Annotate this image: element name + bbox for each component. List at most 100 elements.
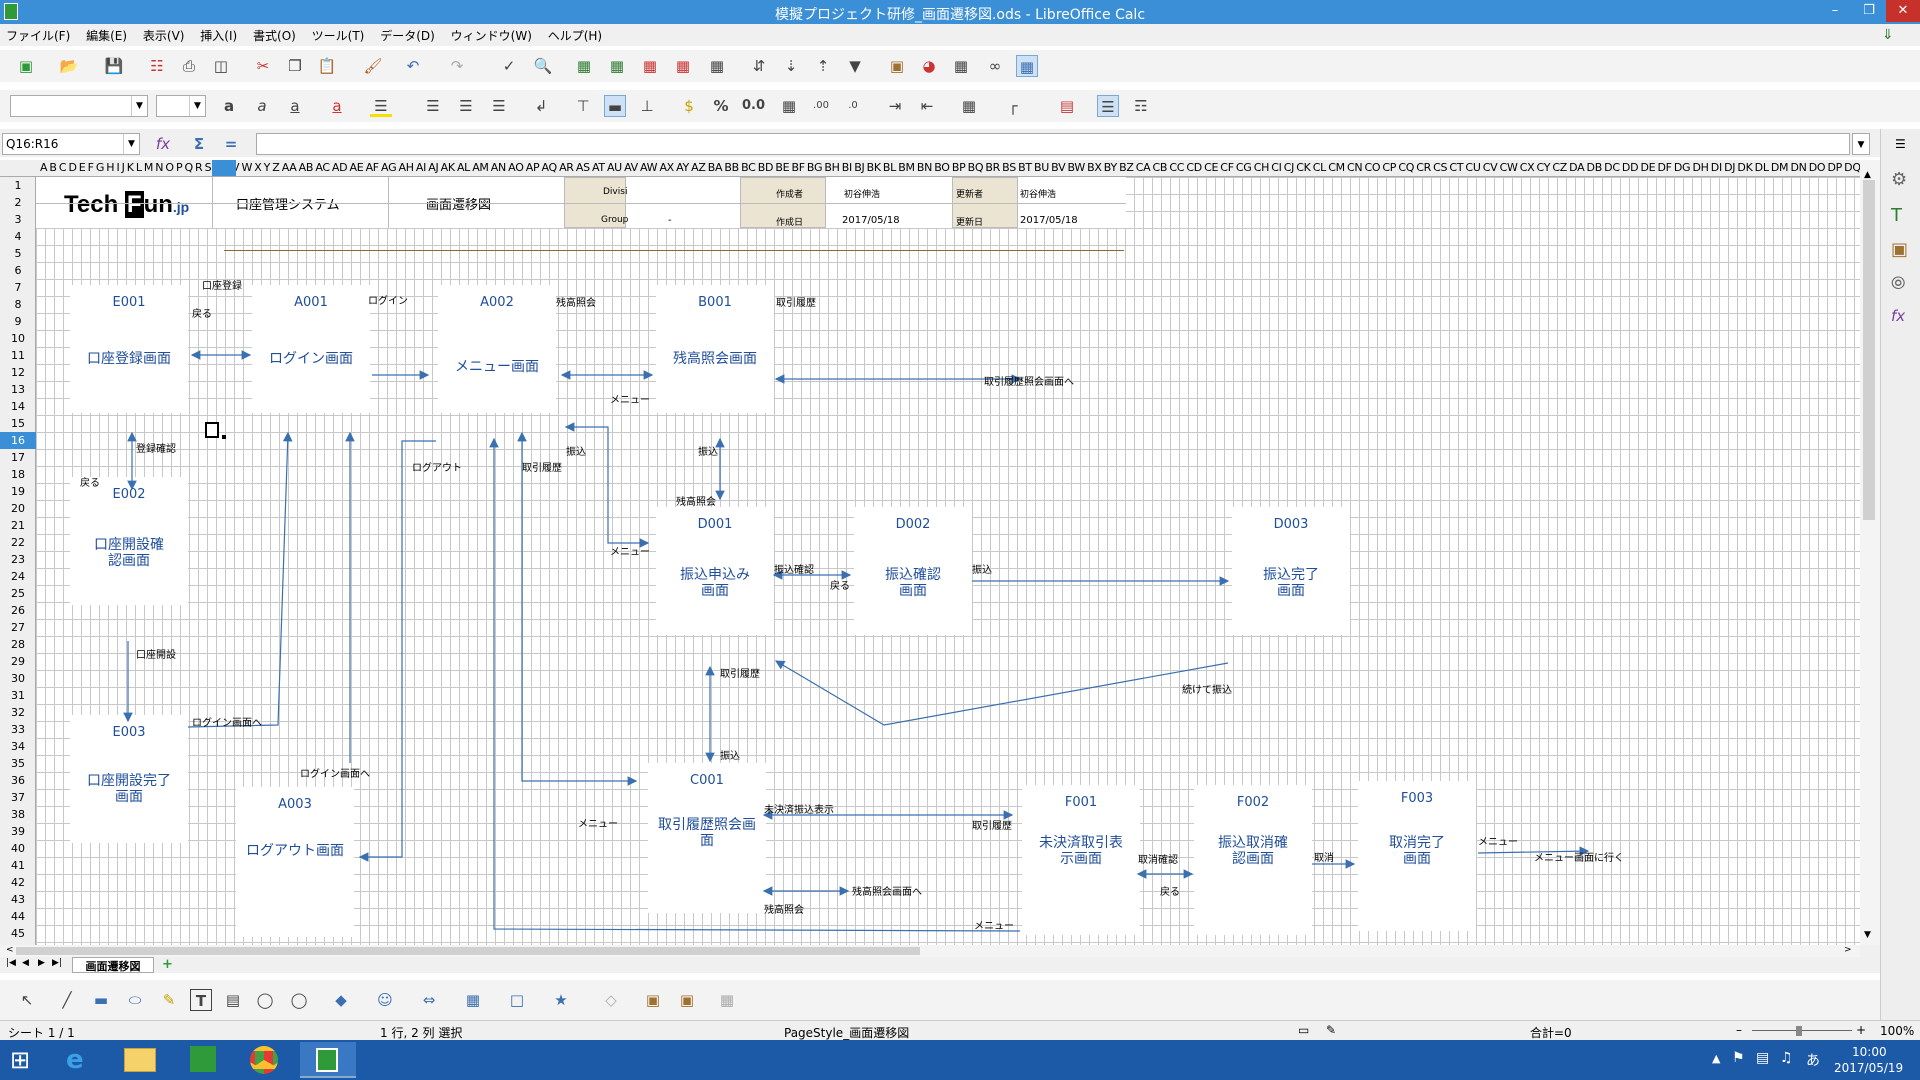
row-header[interactable]: 4	[14, 230, 22, 243]
restore-button[interactable]: ❐	[1863, 3, 1875, 18]
show-hidden-icons[interactable]: ▲	[1712, 1052, 1721, 1065]
zoom-level[interactable]: 100%	[1880, 1024, 1915, 1038]
undo-icon[interactable]: ↶	[406, 57, 420, 75]
sheet-tab-active[interactable]: 画面遷移図	[72, 957, 154, 973]
menu-data[interactable]: データ(D)	[380, 29, 435, 43]
bold-icon[interactable]: a	[223, 97, 235, 115]
row-header[interactable]: 20	[11, 502, 25, 515]
paste-icon[interactable]: 📋	[317, 57, 337, 75]
row-header[interactable]: 39	[11, 825, 25, 838]
chrome-icon[interactable]	[250, 1046, 278, 1074]
menu-insert[interactable]: 挿入(I)	[200, 29, 238, 43]
clone-formatting-icon[interactable]: 🖌	[363, 57, 383, 75]
copy-icon[interactable]: ❐	[288, 57, 302, 75]
row-header[interactable]: 43	[11, 893, 25, 906]
row-header[interactable]: 3	[14, 213, 22, 226]
align-left-icon[interactable]: ☰	[426, 97, 440, 115]
menu-file[interactable]: ファイル(F)	[6, 29, 71, 43]
menu-format[interactable]: 書式(O)	[253, 29, 296, 43]
freeform-icon[interactable]: ✎	[162, 991, 176, 1009]
text-box-icon[interactable]: T	[190, 989, 212, 1011]
row-header[interactable]: 40	[11, 842, 25, 855]
row-header[interactable]: 12	[11, 366, 25, 379]
basic-shapes-icon[interactable]: ◆	[335, 991, 347, 1009]
row-icon[interactable]: ▦	[576, 57, 592, 75]
delete-decimal-icon[interactable]: .0	[848, 100, 858, 111]
row-header[interactable]: 34	[11, 740, 25, 753]
row-header[interactable]: 27	[11, 621, 25, 634]
row-header[interactable]: 6	[14, 264, 22, 277]
row-header[interactable]: 30	[11, 672, 25, 685]
clock-date[interactable]: 2017/05/19	[1834, 1061, 1904, 1075]
styles-icon[interactable]: T	[1891, 205, 1902, 226]
store-icon[interactable]	[190, 1046, 216, 1072]
minimize-button[interactable]: –	[1831, 3, 1839, 18]
row-header[interactable]: 33	[11, 723, 25, 736]
italic-icon[interactable]: a	[257, 97, 267, 115]
row-header[interactable]: 36	[11, 774, 25, 787]
row-header[interactable]: 9	[14, 315, 22, 328]
callout-icon[interactable]: ▤	[225, 991, 241, 1009]
date-format-icon[interactable]: ▦	[781, 97, 797, 115]
image-icon[interactable]: ▣	[889, 57, 905, 75]
navigator-icon[interactable]: ⦾	[1891, 273, 1906, 294]
row-header[interactable]: 14	[11, 400, 25, 413]
conditional-format-icon[interactable]: ▤	[1059, 97, 1075, 115]
currency-icon[interactable]: $	[684, 97, 694, 115]
row-header[interactable]: 42	[11, 876, 25, 889]
scroll-thumb[interactable]	[1863, 180, 1875, 520]
row-header[interactable]: 37	[11, 791, 25, 804]
ime-indicator[interactable]: あ	[1806, 1053, 1820, 1069]
zoom-in-icon[interactable]: +	[1856, 1023, 1867, 1037]
print-preview-icon[interactable]: ◫	[213, 57, 229, 75]
rectangle-icon[interactable]: ▬	[93, 991, 109, 1009]
next-sheet-icon[interactable]: ▶	[38, 958, 45, 968]
row-header[interactable]: 13	[11, 383, 25, 396]
open-icon[interactable]: 📂	[59, 57, 79, 75]
menu-tools[interactable]: ツール(T)	[311, 29, 365, 43]
update-icon[interactable]: ⇓	[1882, 27, 1894, 43]
expand-formula-icon[interactable]: ▼	[1852, 133, 1870, 155]
file-explorer-icon[interactable]	[124, 1048, 156, 1072]
vertical-scrollbar[interactable]: ▲ ▼	[1860, 160, 1880, 945]
underline-icon[interactable]: a	[290, 97, 300, 115]
row-header[interactable]: 1	[14, 179, 22, 192]
freeze-icon[interactable]: ▦	[709, 57, 725, 75]
export-pdf-icon[interactable]: ☷	[150, 57, 164, 75]
properties-icon[interactable]: ⚙	[1891, 169, 1908, 190]
row-header[interactable]: 44	[11, 910, 25, 923]
insert-image-icon[interactable]: ▣	[679, 991, 695, 1009]
cell-grid[interactable]: Tech Fun.jp 口座管理システム 画面遷移図 Divisi Group …	[36, 177, 1860, 945]
row-header[interactable]: 25	[11, 587, 25, 600]
autofilter-icon[interactable]: ▼	[849, 57, 861, 75]
last-sheet-icon[interactable]: ▶|	[52, 958, 62, 968]
row-header[interactable]: 17	[11, 451, 25, 464]
align-middle-icon[interactable]: ▬	[604, 95, 626, 117]
hscroll-thumb[interactable]	[16, 947, 920, 955]
row-header[interactable]: 41	[11, 859, 25, 872]
scroll-right-icon[interactable]: >	[1844, 945, 1852, 955]
formula-input[interactable]	[256, 133, 1850, 155]
network-icon[interactable]: ▤	[1756, 1050, 1770, 1066]
cut-icon[interactable]: ✂	[256, 57, 270, 75]
menu-window[interactable]: ウィンドウ(W)	[450, 29, 532, 43]
row-header[interactable]: 32	[11, 706, 25, 719]
function-wizard-icon[interactable]: fx	[155, 135, 171, 153]
row-header[interactable]: 5	[14, 247, 22, 260]
save-icon[interactable]: 💾	[104, 57, 124, 75]
pivot-table-icon[interactable]: ▦	[953, 57, 969, 75]
chevron-down-icon[interactable]: ▼	[123, 134, 139, 154]
functions-icon[interactable]: fx	[1891, 307, 1906, 325]
chevron-down-icon[interactable]: ▼	[189, 96, 205, 116]
add-decimal-icon[interactable]: .00	[813, 100, 829, 111]
flowchart-icon[interactable]: ▦	[465, 991, 481, 1009]
prev-sheet-icon[interactable]: ◀	[22, 958, 29, 968]
add-sheet-icon[interactable]: +	[162, 957, 173, 972]
extrusion-icon[interactable]: ▦	[719, 991, 735, 1009]
chevron-down-icon[interactable]: ▼	[131, 96, 147, 116]
borders-icon[interactable]: ▦	[961, 97, 977, 115]
align-top-icon[interactable]: ⊤	[576, 97, 590, 115]
print-icon[interactable]: ⎙	[182, 57, 195, 75]
align-right-icon[interactable]: ☰	[492, 97, 506, 115]
